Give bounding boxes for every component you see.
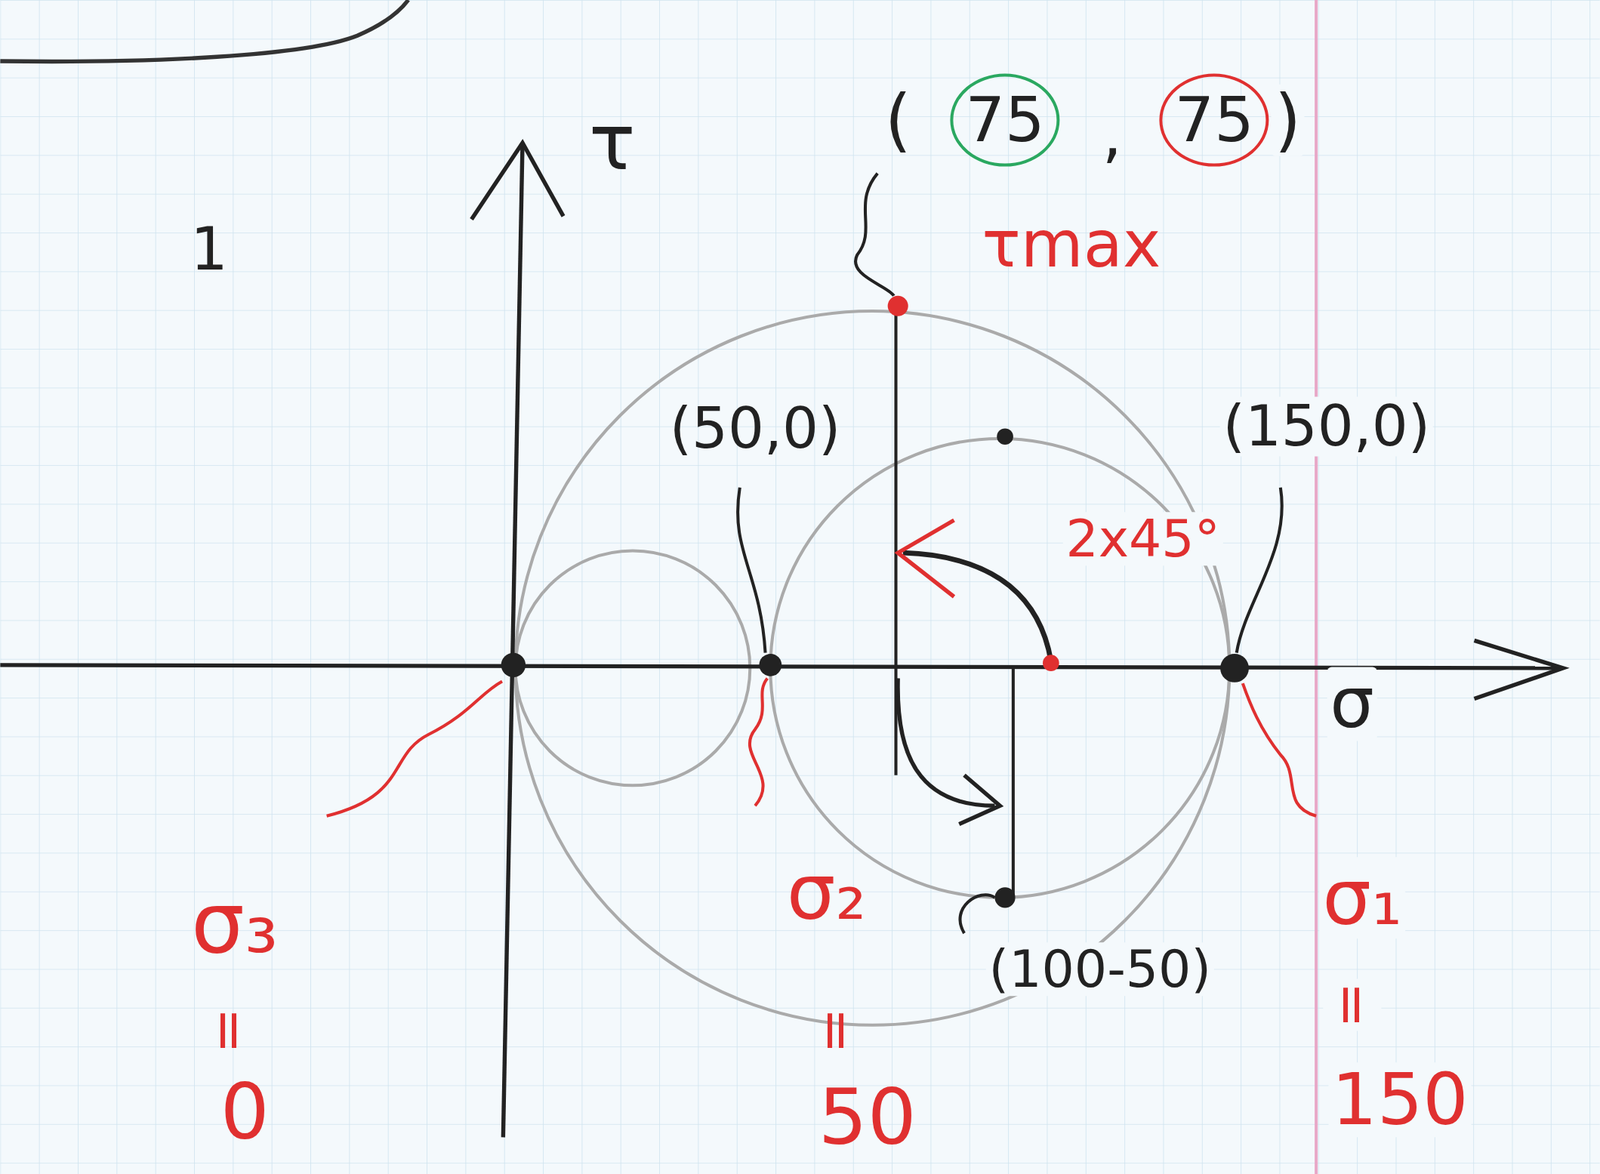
leader-line	[737, 487, 766, 654]
point	[996, 428, 1014, 445]
point	[995, 887, 1016, 908]
note-number: 1	[190, 218, 229, 281]
leader-line	[1236, 487, 1283, 654]
principal-stress: σ₂	[786, 852, 867, 934]
leader-line	[1242, 683, 1317, 817]
margin-line	[1314, 0, 1318, 1174]
tau-max-label: τmax	[982, 211, 1162, 279]
tau-max-point	[887, 295, 909, 317]
equals-sign: =	[807, 1007, 867, 1054]
tau-axis	[502, 142, 523, 1138]
center-point	[1042, 654, 1060, 672]
coordinate-text: ,	[1102, 101, 1123, 168]
coordinate-text: )	[1271, 84, 1305, 157]
leader-line	[326, 681, 503, 816]
principal-stress: σ₃	[191, 878, 279, 968]
stress-value: 50	[818, 1076, 917, 1158]
equals-sign: =	[200, 1007, 259, 1054]
leader-line	[959, 894, 995, 934]
equals-sign: =	[1322, 979, 1382, 1032]
box-corner	[0, 0, 408, 62]
sigma-arrowhead	[1474, 640, 1564, 699]
coordinate-text: 75	[1159, 73, 1270, 167]
point	[1220, 653, 1249, 683]
principal-stress: σ₁	[1319, 857, 1406, 939]
coordinate-label: (150,0)	[1219, 396, 1434, 457]
coordinate-label: (50,0)	[669, 398, 842, 459]
stress-value: 0	[220, 1071, 270, 1153]
angle-arrow	[903, 552, 1052, 661]
angle-label: 2x45°	[1062, 511, 1223, 567]
rotation-arrowhead	[958, 775, 1000, 825]
vertical-line	[1011, 668, 1015, 898]
coordinate-text: (	[884, 84, 912, 157]
angle-arrowhead	[897, 520, 954, 597]
tau-arrowhead	[471, 142, 564, 219]
point	[758, 653, 782, 677]
leader-line	[749, 678, 768, 806]
stress-value: 150	[1328, 1062, 1472, 1138]
coordinate-text: 75	[950, 73, 1061, 167]
point	[501, 653, 526, 678]
coordinate-label: (100-50)	[986, 942, 1215, 997]
axis-label: τ	[588, 102, 636, 184]
axis-label: σ	[1326, 667, 1378, 741]
leader-line	[855, 173, 895, 296]
